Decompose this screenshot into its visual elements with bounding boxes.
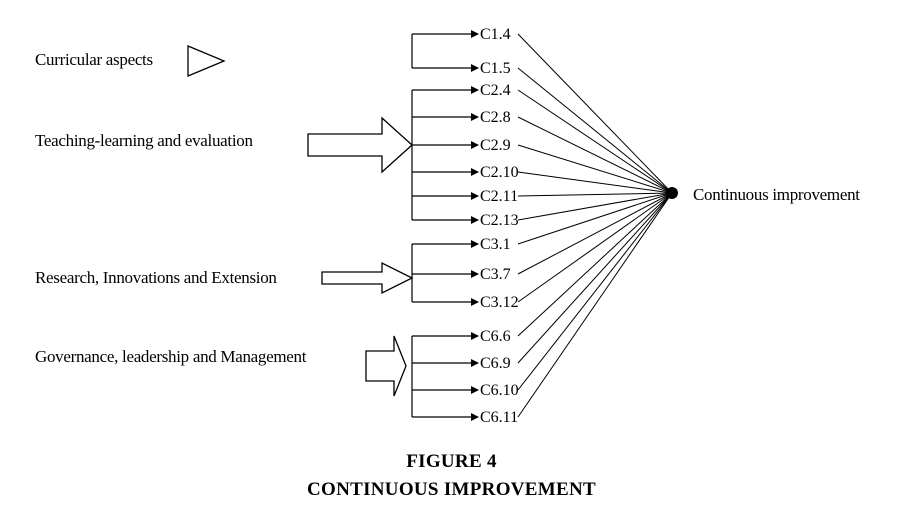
- criterion-label-c6-9: C6.9: [480, 355, 511, 372]
- converge-line-c2-10: [517, 171, 673, 194]
- criterion-label-c2-8: C2.8: [480, 109, 511, 126]
- criterion-label-c3-7: C3.7: [480, 266, 511, 283]
- block-arrow-teaching-learning-and-evaluation: [307, 116, 413, 174]
- criterion-label-c2-9: C2.9: [480, 137, 511, 154]
- convergence-point: [666, 187, 678, 199]
- converge-line-c2-9: [517, 144, 673, 194]
- block-arrow-research-innovations-and-extension: [321, 261, 414, 295]
- converge-line-c2-13: [517, 192, 673, 221]
- group-label-teaching-learning-and-evaluation: Teaching-learning and evaluation: [35, 131, 253, 150]
- converge-line-c6-9: [517, 192, 673, 364]
- converge-line-c2-8: [517, 116, 673, 194]
- group-label-research-innovations-and-extension: Research, Innovations and Extension: [35, 268, 277, 287]
- converge-line-c1-5: [517, 67, 673, 194]
- converge-line-c3-12: [517, 192, 673, 303]
- criterion-label-c2-4: C2.4: [480, 82, 511, 99]
- group-label-governance-leadership-and-management: Governance, leadership and Management: [35, 347, 307, 366]
- block-arrow-governance-leadership-and-management: [365, 335, 407, 397]
- converge-line-c3-1: [517, 192, 673, 245]
- criterion-label-c6-10: C6.10: [480, 382, 519, 399]
- criterion-label-c3-12: C3.12: [480, 294, 519, 311]
- converge-line-c6-6: [517, 192, 673, 337]
- converge-line-c2-4: [517, 89, 673, 194]
- converge-line-c1-4: [517, 33, 673, 194]
- converge-line-c6-11: [517, 192, 673, 418]
- target-label: Continuous improvement: [693, 185, 860, 204]
- criterion-label-c2-13: C2.13: [480, 212, 519, 229]
- converge-line-c2-11: [517, 192, 673, 197]
- converge-line-c3-7: [517, 192, 673, 275]
- criterion-label-c1-4: C1.4: [480, 26, 511, 43]
- figure-title: CONTINUOUS IMPROVEMENT: [307, 479, 596, 500]
- criterion-label-c6-11: C6.11: [480, 409, 518, 426]
- group-label-curricular-aspects: Curricular aspects: [35, 50, 153, 69]
- converge-line-c6-10: [517, 192, 673, 391]
- criterion-label-c1-5: C1.5: [480, 60, 511, 77]
- figure-number: FIGURE 4: [406, 451, 497, 472]
- criterion-label-c2-10: C2.10: [480, 164, 519, 181]
- criterion-label-c2-11: C2.11: [480, 188, 518, 205]
- criterion-label-c6-6: C6.6: [480, 328, 511, 345]
- block-arrow-curricular-aspects: [187, 45, 226, 77]
- criterion-label-c3-1: C3.1: [480, 236, 511, 253]
